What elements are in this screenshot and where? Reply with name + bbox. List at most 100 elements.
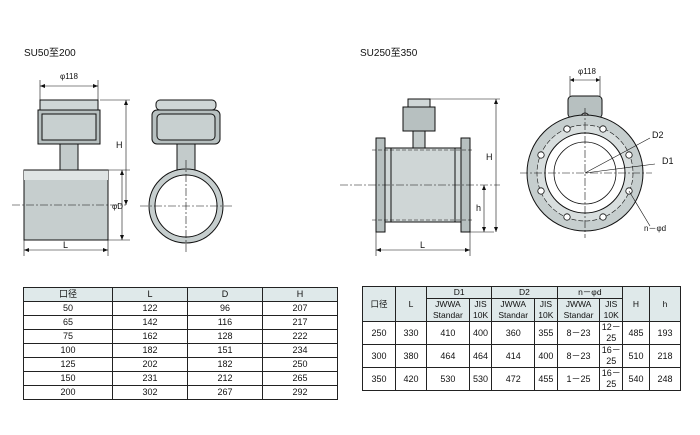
left-phiD-label: φD	[112, 202, 123, 211]
table-row: 250 330 410 400 360 355 8－23 12－25 485 1…	[362, 321, 681, 345]
header-caliber: 口径	[23, 287, 113, 302]
right-D2-label: D2	[652, 130, 664, 140]
cell: 8－23	[556, 344, 601, 368]
left-end-view	[140, 99, 232, 252]
right-phi118-label: φ118	[578, 67, 596, 76]
table-row: 200 302 267 292	[23, 385, 339, 400]
header-caliber: 口径	[362, 286, 396, 322]
cell: 231	[111, 371, 188, 386]
right-D1-label: D1	[662, 156, 674, 166]
header-H: H	[622, 286, 650, 322]
header-D1: D1	[425, 286, 493, 299]
subheader-jwwa: JWWA Standar	[491, 298, 536, 322]
cell: 265	[261, 371, 339, 386]
cell: 355	[534, 321, 558, 345]
cell: 16－25	[599, 344, 623, 368]
cell: 234	[261, 343, 339, 358]
header-L: L	[111, 287, 188, 302]
cell: 248	[649, 367, 681, 391]
header-H: H	[261, 287, 339, 302]
cell: 292	[261, 385, 339, 400]
subheader-jis: JIS 10K	[534, 298, 558, 322]
header-n-phi-d: n－φd	[556, 286, 624, 299]
cell: 222	[261, 329, 339, 344]
table-header-row: 口径 L D1 D2 n－φd H h	[362, 286, 681, 322]
cell: 182	[186, 357, 263, 372]
subheader-jwwa: JWWA Standar	[426, 298, 470, 322]
table-row: 150 231 212 265	[23, 371, 339, 386]
cell: 207	[261, 301, 339, 316]
dimension-table-large: 口径 L D1 D2 n－φd H h JWWA Standar JIS 10K…	[362, 286, 681, 391]
right-H-label: H	[486, 152, 493, 162]
cell: 530	[426, 367, 470, 391]
table-row: 100 182 151 234	[23, 343, 339, 358]
cell: 267	[186, 385, 263, 400]
cell: 122	[111, 301, 188, 316]
dimension-table-small: 口径 L D H 50 122 96 207 65 142 116 217 75…	[23, 287, 339, 400]
header-L: L	[395, 286, 427, 322]
cell: 330	[395, 321, 427, 345]
cell: 414	[491, 344, 536, 368]
cell: 485	[622, 321, 650, 345]
cell: 300	[362, 344, 396, 368]
left-drawing-title: SU50至200	[24, 48, 76, 59]
cell: 250	[261, 357, 339, 372]
cell: 510	[622, 344, 650, 368]
right-nphid-label: n－φd	[644, 224, 667, 233]
cell: 455	[534, 367, 558, 391]
cell: 100	[23, 343, 113, 358]
cell: 410	[426, 321, 470, 345]
subheader-jis: JIS 10K	[468, 298, 493, 322]
cell: 116	[186, 315, 263, 330]
cell: 400	[534, 344, 558, 368]
cell: 150	[23, 371, 113, 386]
right-end-view	[520, 76, 656, 238]
cell: 162	[111, 329, 188, 344]
right-drawing-title: SU250至350	[360, 48, 418, 59]
cell: 200	[23, 385, 113, 400]
table-row: 125 202 182 250	[23, 357, 339, 372]
header-D: D	[186, 287, 263, 302]
left-H-label: H	[116, 140, 123, 150]
cell: 193	[649, 321, 681, 345]
subheader-jis: JIS 10K	[599, 298, 623, 322]
cell: 530	[468, 367, 493, 391]
left-side-view	[12, 80, 130, 256]
cell: 125	[23, 357, 113, 372]
table-row: 65 142 116 217	[23, 315, 339, 330]
cell: 218	[649, 344, 681, 368]
cell: 151	[186, 343, 263, 358]
right-L-label: L	[420, 240, 426, 250]
cell: 360	[491, 321, 536, 345]
cell: 75	[23, 329, 113, 344]
cell: 1－25	[556, 367, 601, 391]
cell: 50	[23, 301, 113, 316]
header-D2: D2	[491, 286, 558, 299]
cell: 202	[111, 357, 188, 372]
table-row: 75 162 128 222	[23, 329, 339, 344]
cell: 302	[111, 385, 188, 400]
cell: 464	[426, 344, 470, 368]
cell: 182	[111, 343, 188, 358]
cell: 142	[111, 315, 188, 330]
table-row: 50 122 96 207	[23, 301, 339, 316]
table-row: 350 420 530 530 472 455 1－25 16－25 540 2…	[362, 367, 681, 391]
table-subheader-row: JWWA Standar JIS 10K JWWA Standar JIS 10…	[363, 298, 681, 322]
right-h-label: h	[476, 203, 482, 213]
table-row: 300 380 464 464 414 400 8－23 16－25 510 2…	[362, 344, 681, 368]
cell: 212	[186, 371, 263, 386]
cell: 96	[186, 301, 263, 316]
cell: 217	[261, 315, 339, 330]
left-phi118-label: φ118	[60, 72, 78, 81]
cell: 8－23	[556, 321, 601, 345]
cell: 472	[491, 367, 536, 391]
cell: 12－25	[599, 321, 623, 345]
cell: 540	[622, 367, 650, 391]
left-L-label: L	[63, 240, 69, 250]
cell: 464	[468, 344, 493, 368]
cell: 128	[186, 329, 263, 344]
header-h: h	[649, 286, 681, 322]
subheader-jwwa: JWWA Standar	[556, 298, 601, 322]
cell: 400	[468, 321, 493, 345]
